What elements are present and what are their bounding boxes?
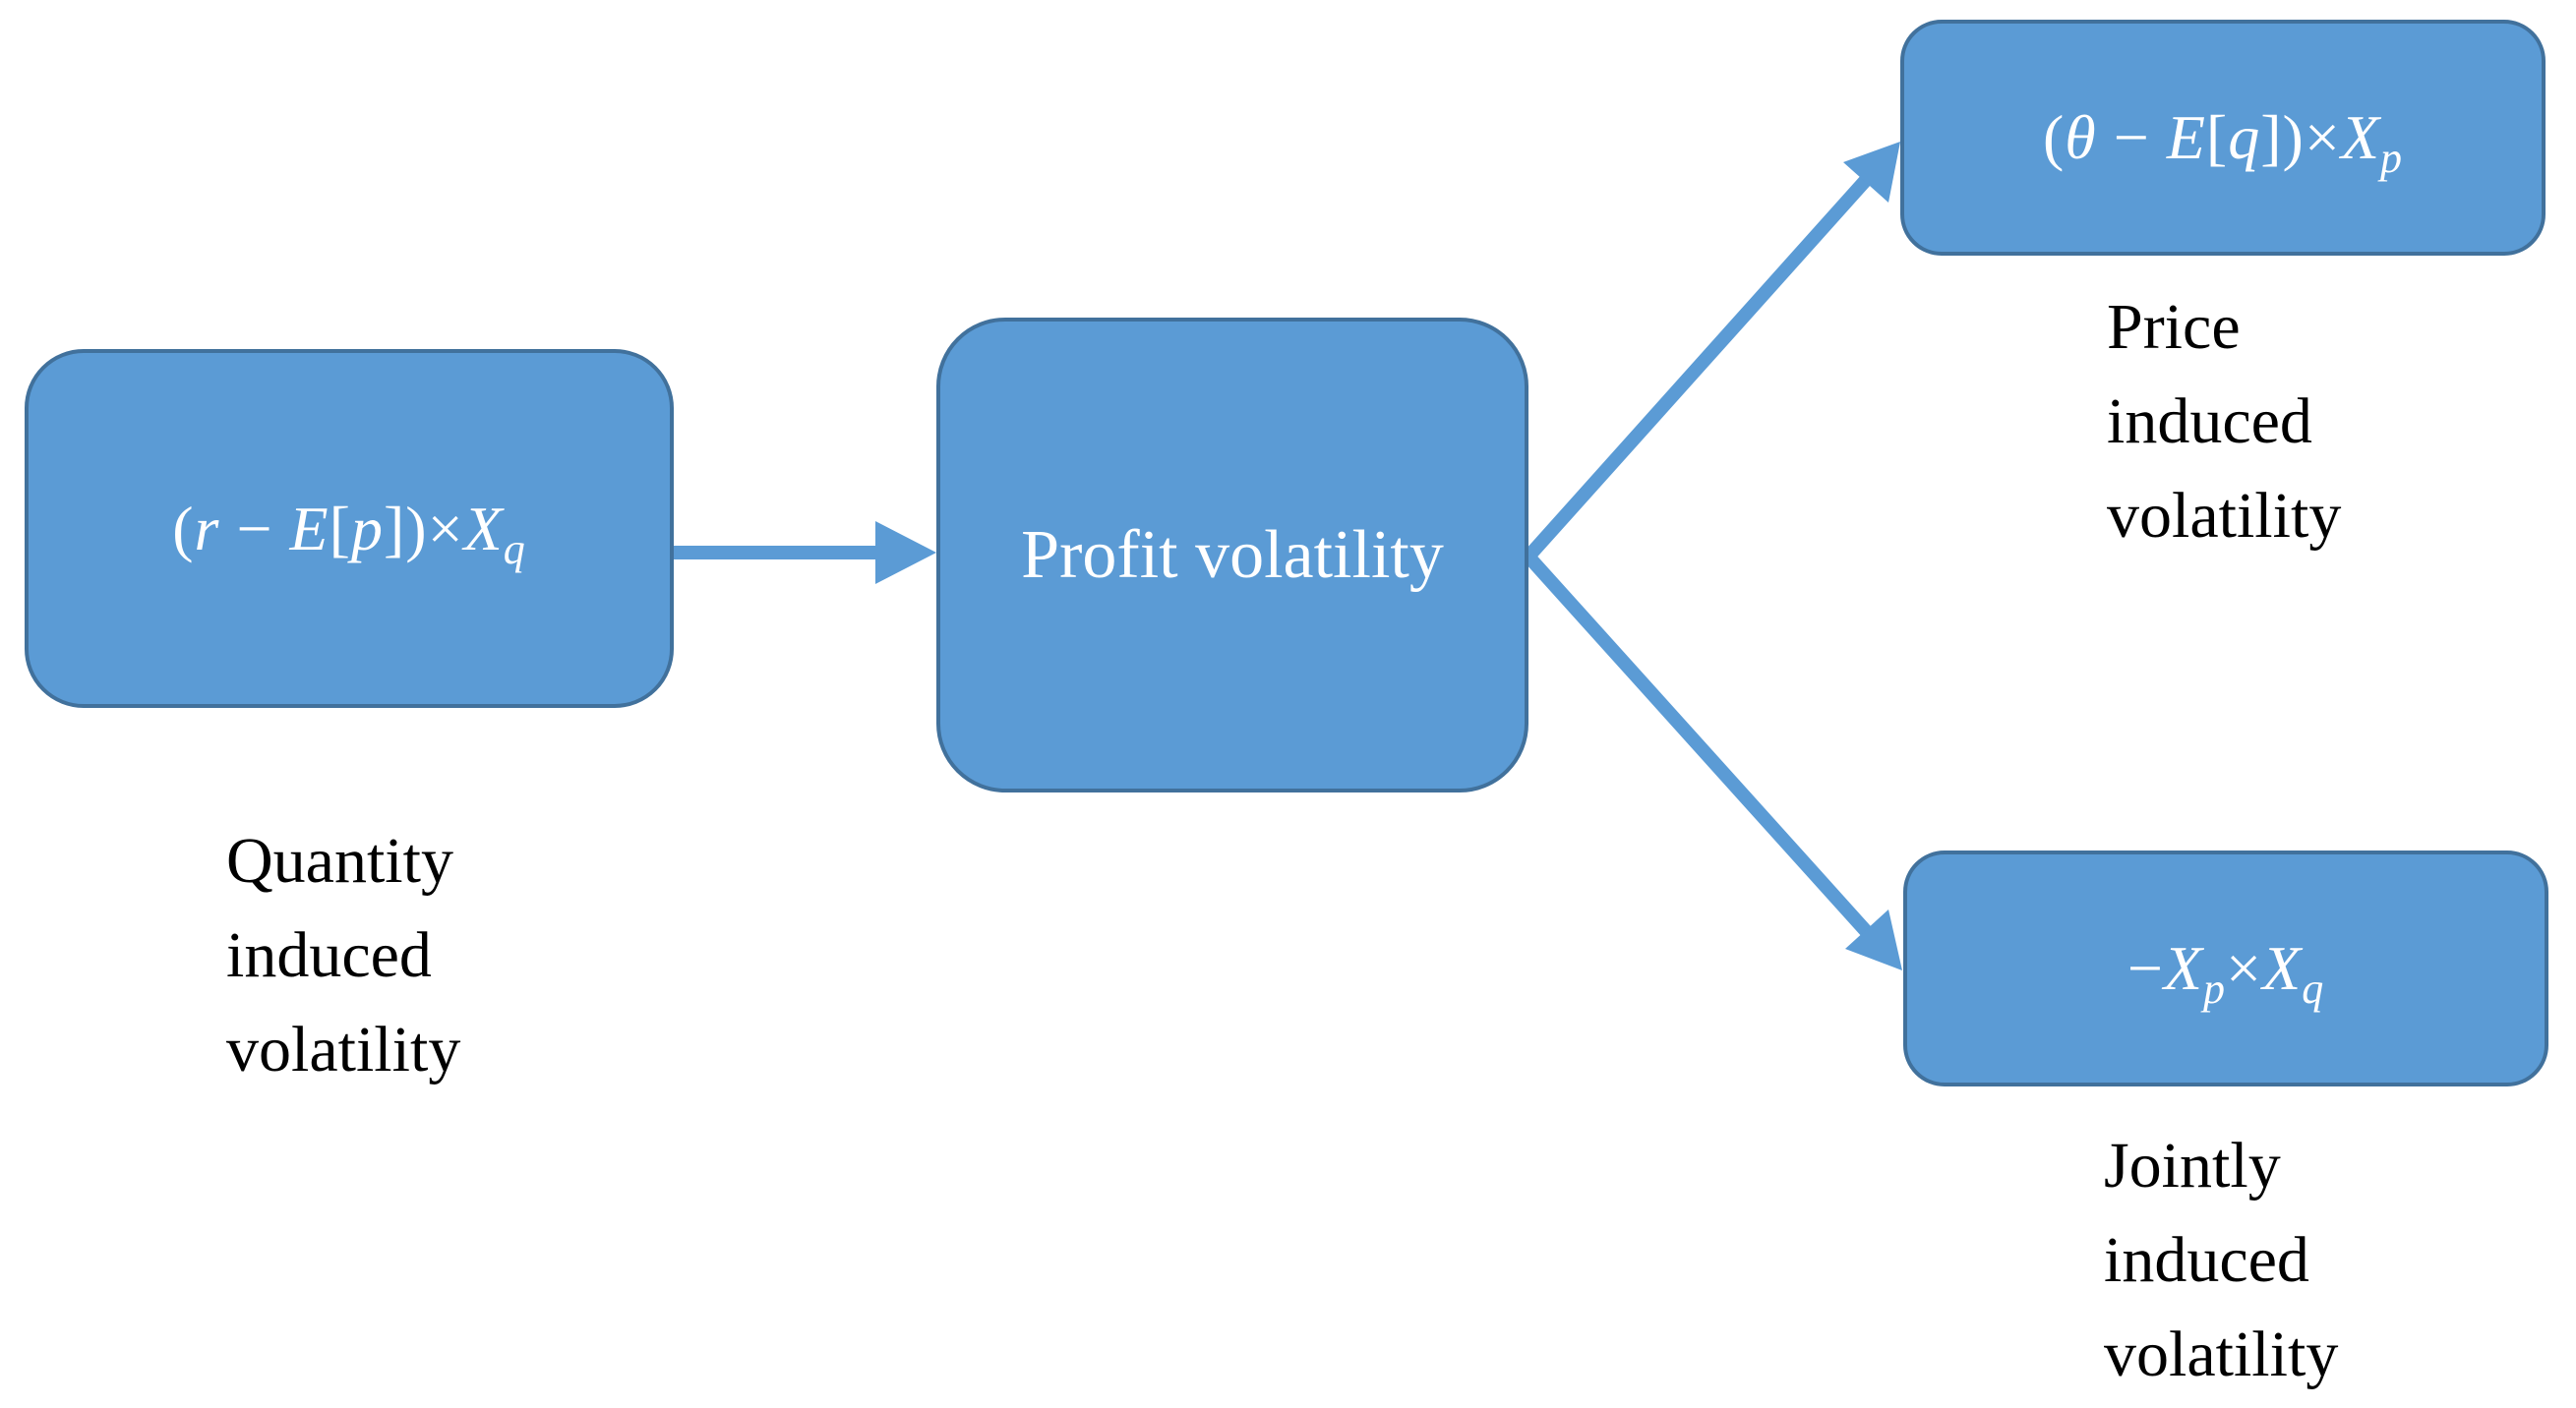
caption-line: volatility (2104, 1319, 2339, 1390)
profit-volatility-label: Profit volatility (1021, 516, 1444, 593)
formula-minus: − (2127, 933, 2164, 1003)
joint-volatility-box: −Xp×Xq (1903, 851, 2548, 1086)
formula-bracket-open: [ (329, 493, 351, 563)
formula-var-theta: θ (2065, 102, 2097, 172)
caption-line: Quantity (226, 825, 453, 897)
formula-paren-open: ( (2042, 102, 2066, 172)
caption-line: volatility (226, 1014, 461, 1085)
formula-var-r: r (194, 493, 220, 563)
formula-subscript-q: q (503, 524, 526, 573)
formula-var-q: q (2228, 102, 2261, 172)
quantity-volatility-box: (r − E[p])×Xq (25, 349, 674, 708)
formula-var-x: X (2340, 102, 2381, 172)
connector-profit-to-price (1523, 142, 1900, 561)
caption-line: induced (2107, 385, 2312, 457)
caption-line: induced (2104, 1224, 2309, 1296)
formula-var-p: p (350, 493, 384, 563)
caption-line: induced (226, 919, 432, 991)
profit-volatility-box: Profit volatility (936, 318, 1528, 792)
formula-var-x: X (463, 493, 504, 563)
quantity-induced-volatility-caption: Quantity induced volatility (226, 814, 639, 1097)
formula-expectation: E (289, 493, 329, 563)
jointly-induced-volatility-caption: Jointly induced volatility (2104, 1119, 2517, 1402)
price-induced-volatility-caption: Price induced volatility (2107, 280, 2520, 563)
formula-subscript-p: p (2380, 134, 2404, 182)
formula-paren-open: ( (172, 493, 195, 563)
formula-subscript-q: q (2302, 965, 2325, 1013)
formula-bracket-close: ])× (383, 493, 464, 563)
formula-var-x-p: X (2163, 933, 2203, 1003)
connector-profit-to-joint (1523, 552, 1902, 970)
caption-line: Jointly (2104, 1130, 2281, 1202)
formula-bracket-open: [ (2205, 102, 2229, 172)
formula-minus: − (2096, 102, 2167, 172)
formula-var-x-q: X (2262, 933, 2303, 1003)
formula-times: × (2226, 933, 2263, 1003)
connector-quantity-to-profit (674, 521, 936, 584)
formula-minus: − (219, 493, 290, 563)
formula-subscript-p: p (2203, 965, 2226, 1013)
caption-line: Price (2107, 291, 2241, 363)
joint-formula: −Xp×Xq (2127, 932, 2324, 1011)
formula-bracket-close: ])× (2260, 102, 2341, 172)
quantity-formula: (r − E[p])×Xq (172, 493, 526, 571)
price-volatility-box: (θ − E[q])×Xp (1900, 20, 2546, 256)
price-formula: (θ − E[q])×Xp (2042, 101, 2403, 180)
formula-expectation: E (2166, 102, 2206, 172)
caption-line: volatility (2107, 480, 2342, 552)
